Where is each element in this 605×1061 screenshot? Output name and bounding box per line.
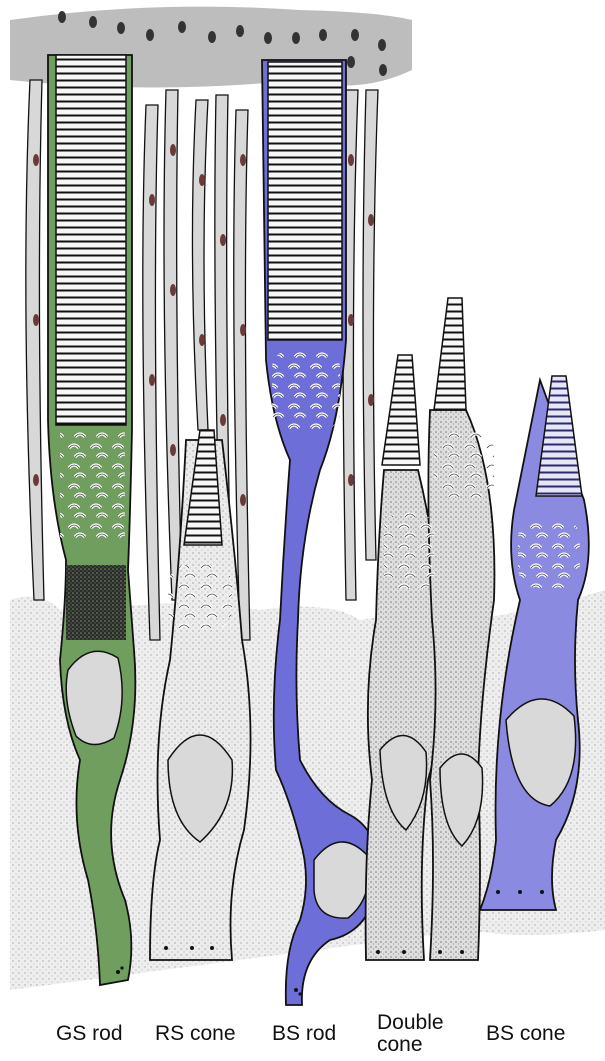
retina-photoreceptor-diagram [0, 0, 605, 1010]
bs-cone-mitochondria [518, 518, 580, 588]
rs-cone-label: RS cone [155, 1023, 236, 1045]
double-cone-principal-outer-segment [434, 298, 466, 410]
double-cone-mitochondria-a [384, 512, 434, 592]
bs-rod-mitochondria [272, 350, 340, 430]
rs-cone-mitochondria [168, 565, 232, 630]
double-cone-label: Double cone [377, 1012, 444, 1056]
double-cone-accessory-outer-segment [382, 355, 420, 465]
bs-rod-outer-segment [268, 62, 342, 340]
gs-rod-label: GS rod [56, 1023, 123, 1045]
gs-rod-myoid [66, 565, 126, 640]
bs-rod-label: BS rod [272, 1023, 336, 1045]
double-cone-mitochondria-b [434, 432, 494, 502]
gs-rod-outer-segment [56, 55, 126, 425]
gs-rod-nucleus [66, 651, 122, 744]
bs-cone-label: BS cone [486, 1023, 565, 1045]
gs-rod-mitochondria [60, 430, 125, 540]
